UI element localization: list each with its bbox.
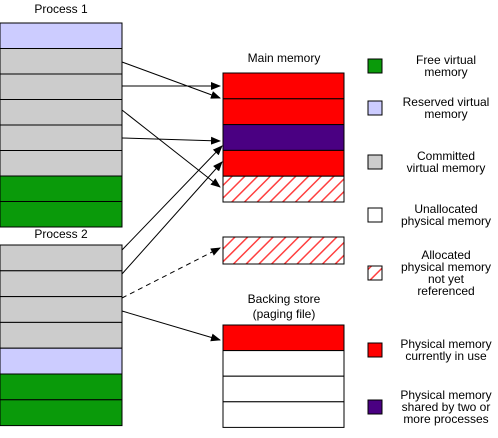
legend-label-committed-line-1: Committed [417,149,475,163]
legend-label-committed-line-2: virtual memory [407,161,486,175]
floating-cell-1-allocated-not-referenced [222,236,345,265]
arrow-p1-row4-to-main-row5 [121,109,221,188]
process2-cell-4-committed [0,321,123,349]
main-memory-cell-5-allocated-not-referenced [222,175,345,203]
backing-store-title: Backing store [248,292,321,306]
process1-cell-3-committed [0,73,123,100]
legend-label-shared-line-3: more processes [403,412,488,426]
process2-cell-1-committed [0,244,123,272]
legend-label-reserved-line-1: Reserved virtual [403,95,490,109]
legend-swatch-shared [367,399,383,415]
backing-store-cell-4-unallocated [222,401,345,428]
process1-title: Process 1 [34,2,88,16]
process2-cell-3-committed [0,296,123,323]
legend-label-reserved-line-2: memory [424,107,467,121]
process2-cell-5-reserved [0,347,123,375]
process2-memory-block [0,244,123,427]
legend-label-in-use-line-1: Physical memory [400,337,491,351]
legend-swatch-free [367,58,383,74]
legend-swatch-reserved [367,100,383,116]
main-memory-cell-2-in-use [222,98,345,126]
main-memory-cell-1-in-use [222,72,345,100]
legend-label-allocated-not-referenced-line-1: Allocated [421,248,470,262]
backing-store-cell-3-unallocated [222,375,345,403]
legend-swatch-in-use [367,342,383,358]
process2-cell-6-free [0,373,123,401]
backing-store-block [222,324,345,428]
unmapped-allocated-block [222,236,345,265]
legend-label-allocated-not-referenced-line-3: not yet [428,272,465,286]
arrow-p2-row2-to-main-row4 [121,161,223,275]
process1-cell-7-free [0,175,123,202]
backing-store-cell-2-unallocated [222,350,345,377]
process1-memory-block [0,22,123,228]
process1-cell-6-committed [0,150,123,177]
process1-cell-8-free [0,201,123,228]
legend-label-unallocated-line-2: physical memory [401,214,491,228]
legend-label-in-use-line-2: currently in use [405,349,487,363]
arrow-p2-row4-to-backing-row1 [121,310,221,342]
process2-title: Process 2 [34,227,88,241]
process1-cell-4-committed [0,99,123,126]
arrow-p2-row1-to-main-row3 [121,145,223,251]
legend-label-shared-line-1: Physical memory [400,388,491,402]
legend-label-unallocated-line-1: Unallocated [414,202,477,216]
legend-swatch-allocated-not-referenced [367,265,383,281]
arrow-p1-row2-to-main-row2 [121,61,221,99]
legend-label-free-line-2: memory [424,65,467,79]
main-memory-title: Main memory [248,51,321,65]
process2-cell-7-free [0,399,123,427]
main-memory-block [222,72,345,203]
backing-store-subtitle: (paging file) [253,307,316,321]
arrow-p1-row5-to-main-row3 [121,136,221,145]
legend-label-free-line-1: Free virtual [416,53,476,67]
legend-swatch-unallocated [367,207,383,223]
legend-swatch-committed [367,154,383,170]
backing-store-cell-1-in-use [222,324,345,352]
mapping-arrows [121,61,223,342]
process1-cell-1-reserved [0,22,123,49]
main-memory-cell-4-in-use [222,149,345,177]
process1-cell-2-committed [0,48,123,75]
main-memory-cell-3-shared [222,124,345,151]
process2-cell-2-committed [0,270,123,298]
process1-cell-5-committed [0,124,123,151]
legend-label-allocated-not-referenced-line-2: physical memory [401,260,491,274]
legend-label-shared-line-2: shared by two or [402,400,491,414]
legend-label-allocated-not-referenced-line-4: referenced [417,284,474,298]
arrow-p2-row3-to-floating-block [121,247,221,299]
